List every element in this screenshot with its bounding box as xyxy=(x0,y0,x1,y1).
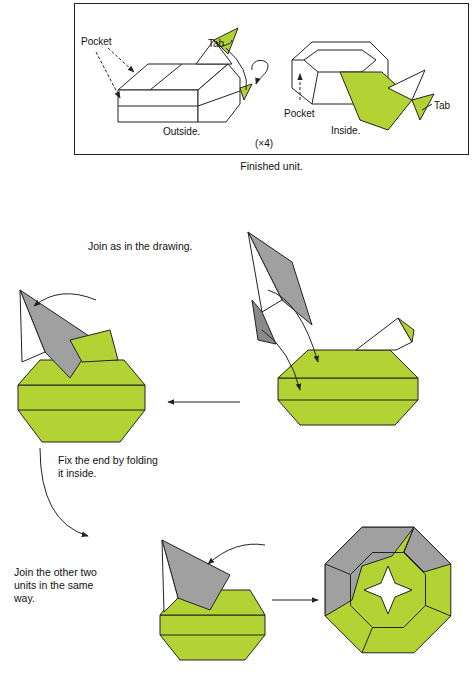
figure-caption: Finished unit. xyxy=(240,160,302,172)
figure-frame: PocketTabOutside.PocketTabInside.(×4) xyxy=(74,3,469,155)
finished-octagon xyxy=(325,527,451,653)
instruction-note: Join the other two units in the same way… xyxy=(14,566,100,605)
turn-over-symbol xyxy=(252,60,268,84)
repeat-step-units xyxy=(160,540,265,660)
instruction-note: Fix the end by folding it inside. xyxy=(58,454,158,480)
join-step-units xyxy=(248,232,418,425)
fix-step-units xyxy=(18,290,145,442)
part-label: Tab xyxy=(434,100,450,112)
part-label: Outside. xyxy=(163,126,200,138)
part-label: Inside. xyxy=(331,125,360,137)
instruction-note: Join as in the drawing. xyxy=(88,240,248,253)
part-label: Pocket xyxy=(284,108,315,120)
part-label: Pocket xyxy=(81,36,112,48)
step-arrow xyxy=(168,402,240,403)
part-label: Tab xyxy=(208,38,224,50)
part-label: (×4) xyxy=(255,138,273,150)
unit-outside xyxy=(96,28,252,122)
step-arrow xyxy=(272,600,318,601)
